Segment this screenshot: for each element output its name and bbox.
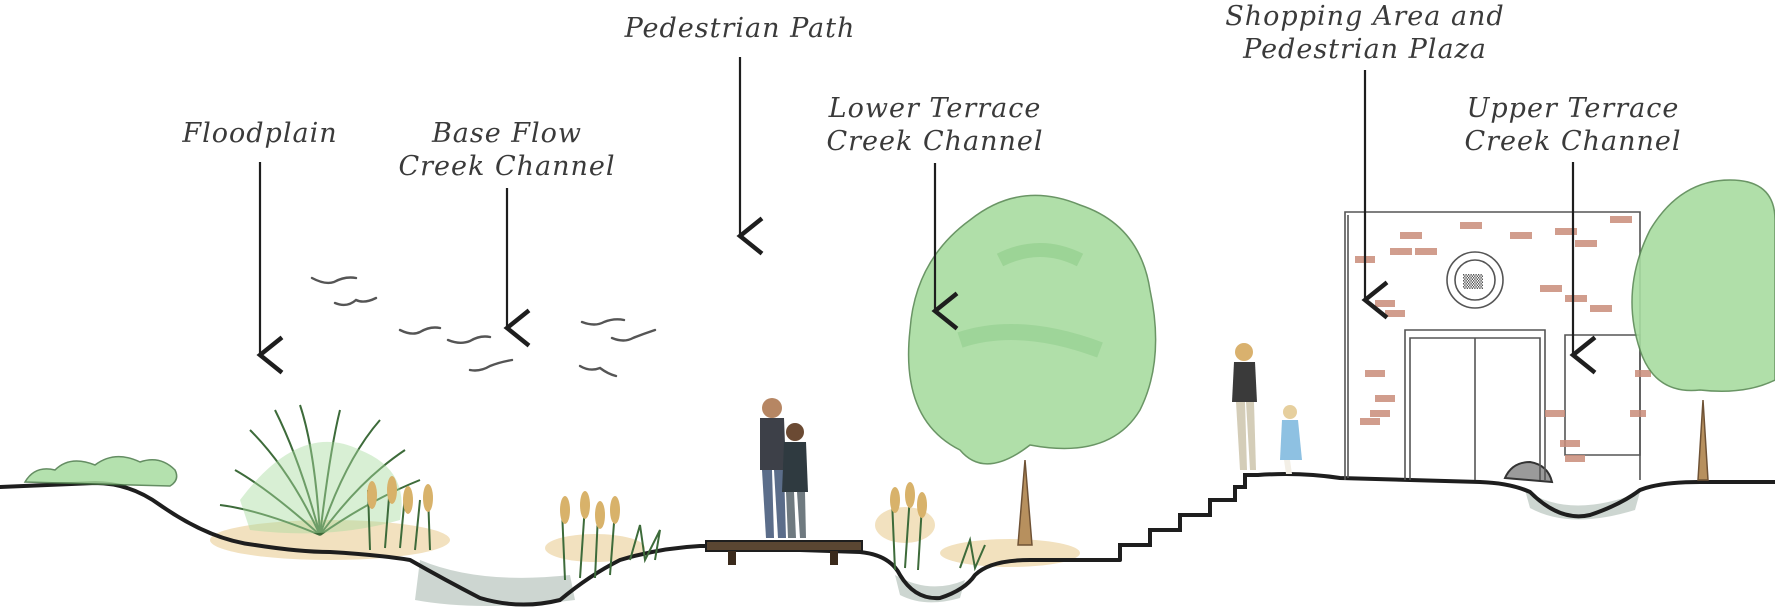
base-flow-label-line1: Base Flow [431,118,583,149]
upper-ground-line [1256,472,1775,519]
svg-text:▒▒: ▒▒ [1463,273,1484,290]
lower-terrace-label-line2: Creek Channel [826,126,1044,157]
shop-building: ▒▒ [1344,211,1641,480]
cattails-right [890,482,986,572]
lower-terrace-label: Lower Terrace Creek Channel [826,92,1043,158]
ground-wash [210,507,1080,567]
stairs [1118,473,1258,560]
floodplain-label-text: Floodplain [182,118,338,149]
leader-arrows [256,57,1597,375]
pedestrian-path-label-text: Pedestrian Path [624,13,856,44]
lower-terrace-label-line1: Lower Terrace [828,93,1042,124]
upper-terrace-label-line1: Upper Terrace [1466,93,1680,124]
pedestrian-path-label: Pedestrian Path [625,12,856,45]
base-flow-label-line2: Creek Channel [398,151,616,182]
woman-child-figures [1232,343,1302,474]
footbridge [705,540,863,565]
brick-marks [1355,216,1651,462]
upper-terrace-tree [1631,179,1775,481]
lower-terrace-tree [907,194,1157,546]
couple-figures [760,398,808,538]
shopping-area-label-line1: Shopping Area and [1225,1,1505,32]
base-flow-label: Base Flow Creek Channel [398,117,615,183]
cattails-center [560,491,661,581]
grass-wash [240,441,402,534]
shopping-area-label: Shopping Area and Pedestrian Plaza [1225,0,1504,66]
shopping-area-label-line2: Pedestrian Plaza [1243,34,1487,65]
upper-terrace-label: Upper Terrace Creek Channel [1464,92,1681,158]
cattails-left [367,476,433,551]
floodplain-label: Floodplain [182,117,337,150]
floodplain-shrubs [23,456,178,487]
birds [310,276,657,378]
grass-clump [219,404,421,536]
ground-line [0,480,1122,607]
upper-terrace-label-line2: Creek Channel [1464,126,1682,157]
